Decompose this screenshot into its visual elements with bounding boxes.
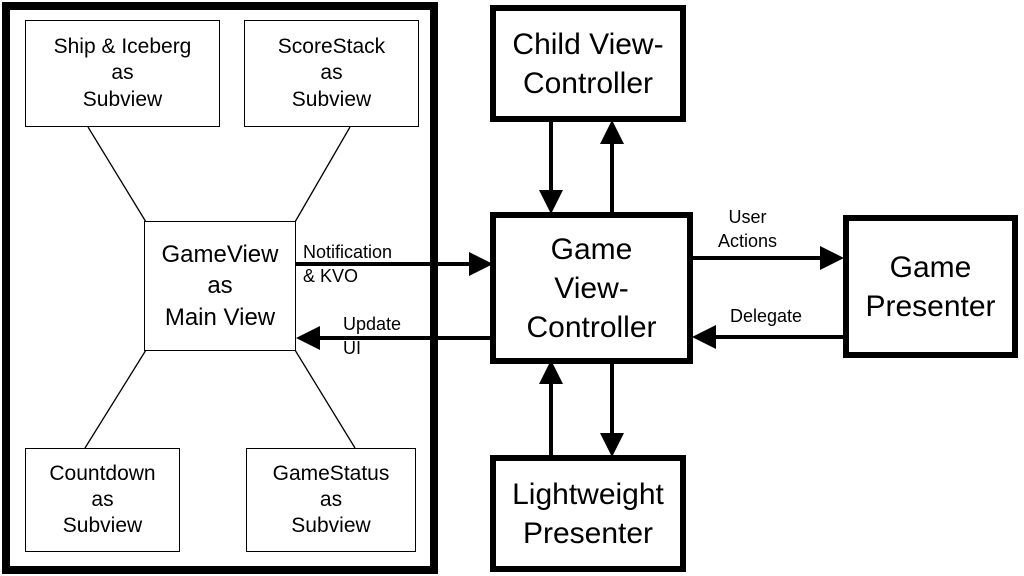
game-view-main: GameView as Main View xyxy=(144,221,296,351)
child-view-controller: Child View- Controller xyxy=(490,5,686,122)
delegate-label: Delegate xyxy=(730,306,803,326)
link-score-stack xyxy=(294,126,351,223)
lightweight-presenter: Lightweight Presenter xyxy=(490,455,686,572)
notification-kvo-label: Notification & KVO xyxy=(303,242,393,287)
link-ship-iceberg xyxy=(87,126,147,223)
link-countdown xyxy=(84,349,147,449)
ship-iceberg-subview: Ship & Iceberg as Subview xyxy=(25,20,220,127)
score-stack-subview: ScoreStack as Subview xyxy=(244,20,419,127)
user-actions-label: User Actions xyxy=(718,207,778,252)
game-presenter: Game Presenter xyxy=(843,215,1018,358)
view-container xyxy=(2,2,438,574)
update-ui-label: Update UI xyxy=(343,314,402,359)
countdown-subview: Countdown as Subview xyxy=(25,448,180,552)
game-status-subview: GameStatus as Subview xyxy=(246,448,416,552)
game-view-controller: Game View- Controller xyxy=(490,212,693,364)
link-game-status xyxy=(294,349,356,449)
